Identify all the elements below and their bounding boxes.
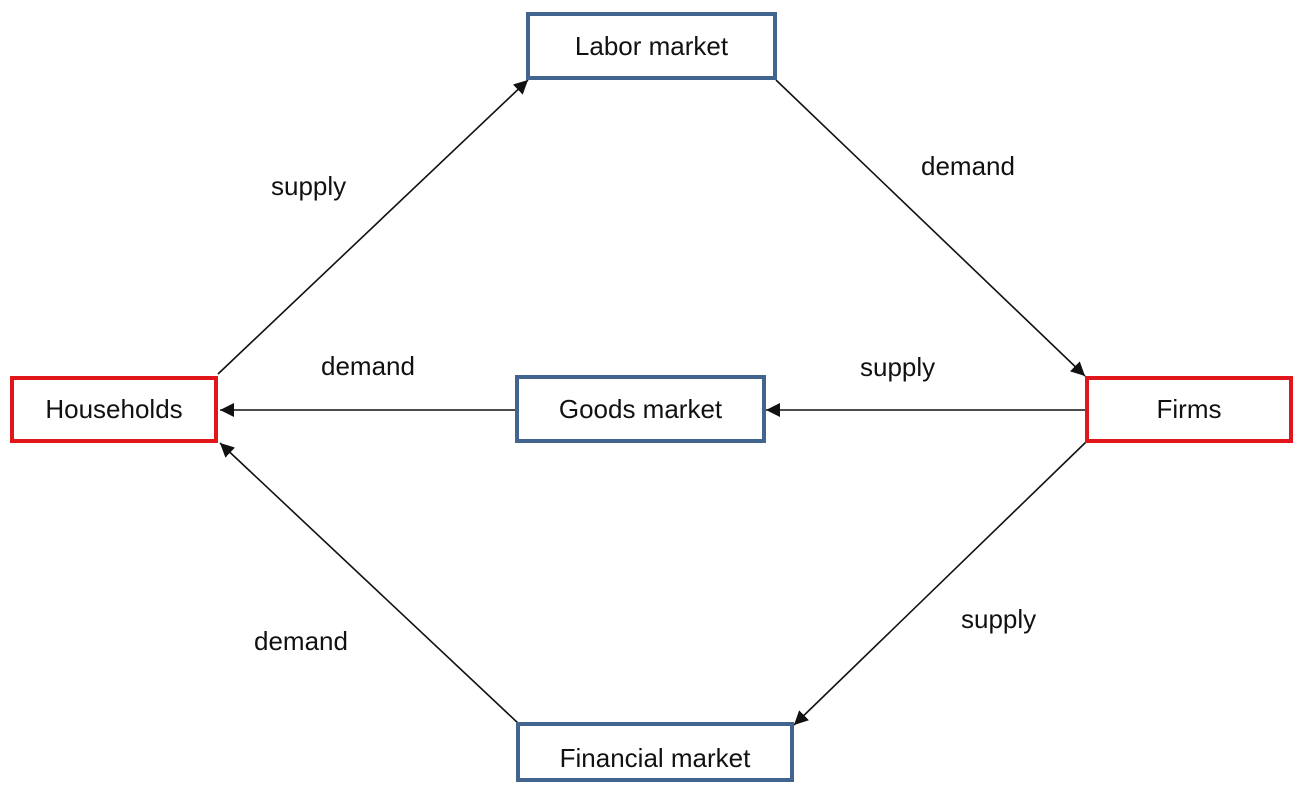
financial-market-label: Financial market bbox=[559, 742, 751, 773]
goods-market-box: Goods market bbox=[515, 375, 766, 443]
arrow-households-to-labor bbox=[217, 79, 529, 375]
firms-label: Firms bbox=[1156, 394, 1222, 424]
households-box: Households bbox=[10, 376, 218, 443]
edge-label-labor-firms: demand bbox=[921, 151, 1015, 181]
goods-market-label: Goods market bbox=[558, 393, 723, 424]
arrow-labor-to-firms bbox=[775, 79, 1086, 377]
edge-label-households-labor: supply bbox=[271, 171, 347, 201]
arrow-financial-to-households bbox=[219, 442, 520, 725]
labor-market-label: Labor market bbox=[574, 30, 729, 61]
edge-label-financial-households: demand bbox=[254, 626, 348, 656]
labor-market-box: Labor market bbox=[526, 12, 777, 80]
edge-label-firms-financial: supply bbox=[961, 604, 1037, 634]
households-label: Households bbox=[45, 394, 183, 424]
edge-label-goods-households: demand bbox=[321, 351, 415, 381]
arrow-firms-to-financial bbox=[793, 441, 1087, 726]
edge-label-firms-goods: supply bbox=[860, 352, 936, 382]
firms-box: Firms bbox=[1085, 376, 1293, 443]
financial-market-box: Financial market bbox=[516, 722, 794, 782]
